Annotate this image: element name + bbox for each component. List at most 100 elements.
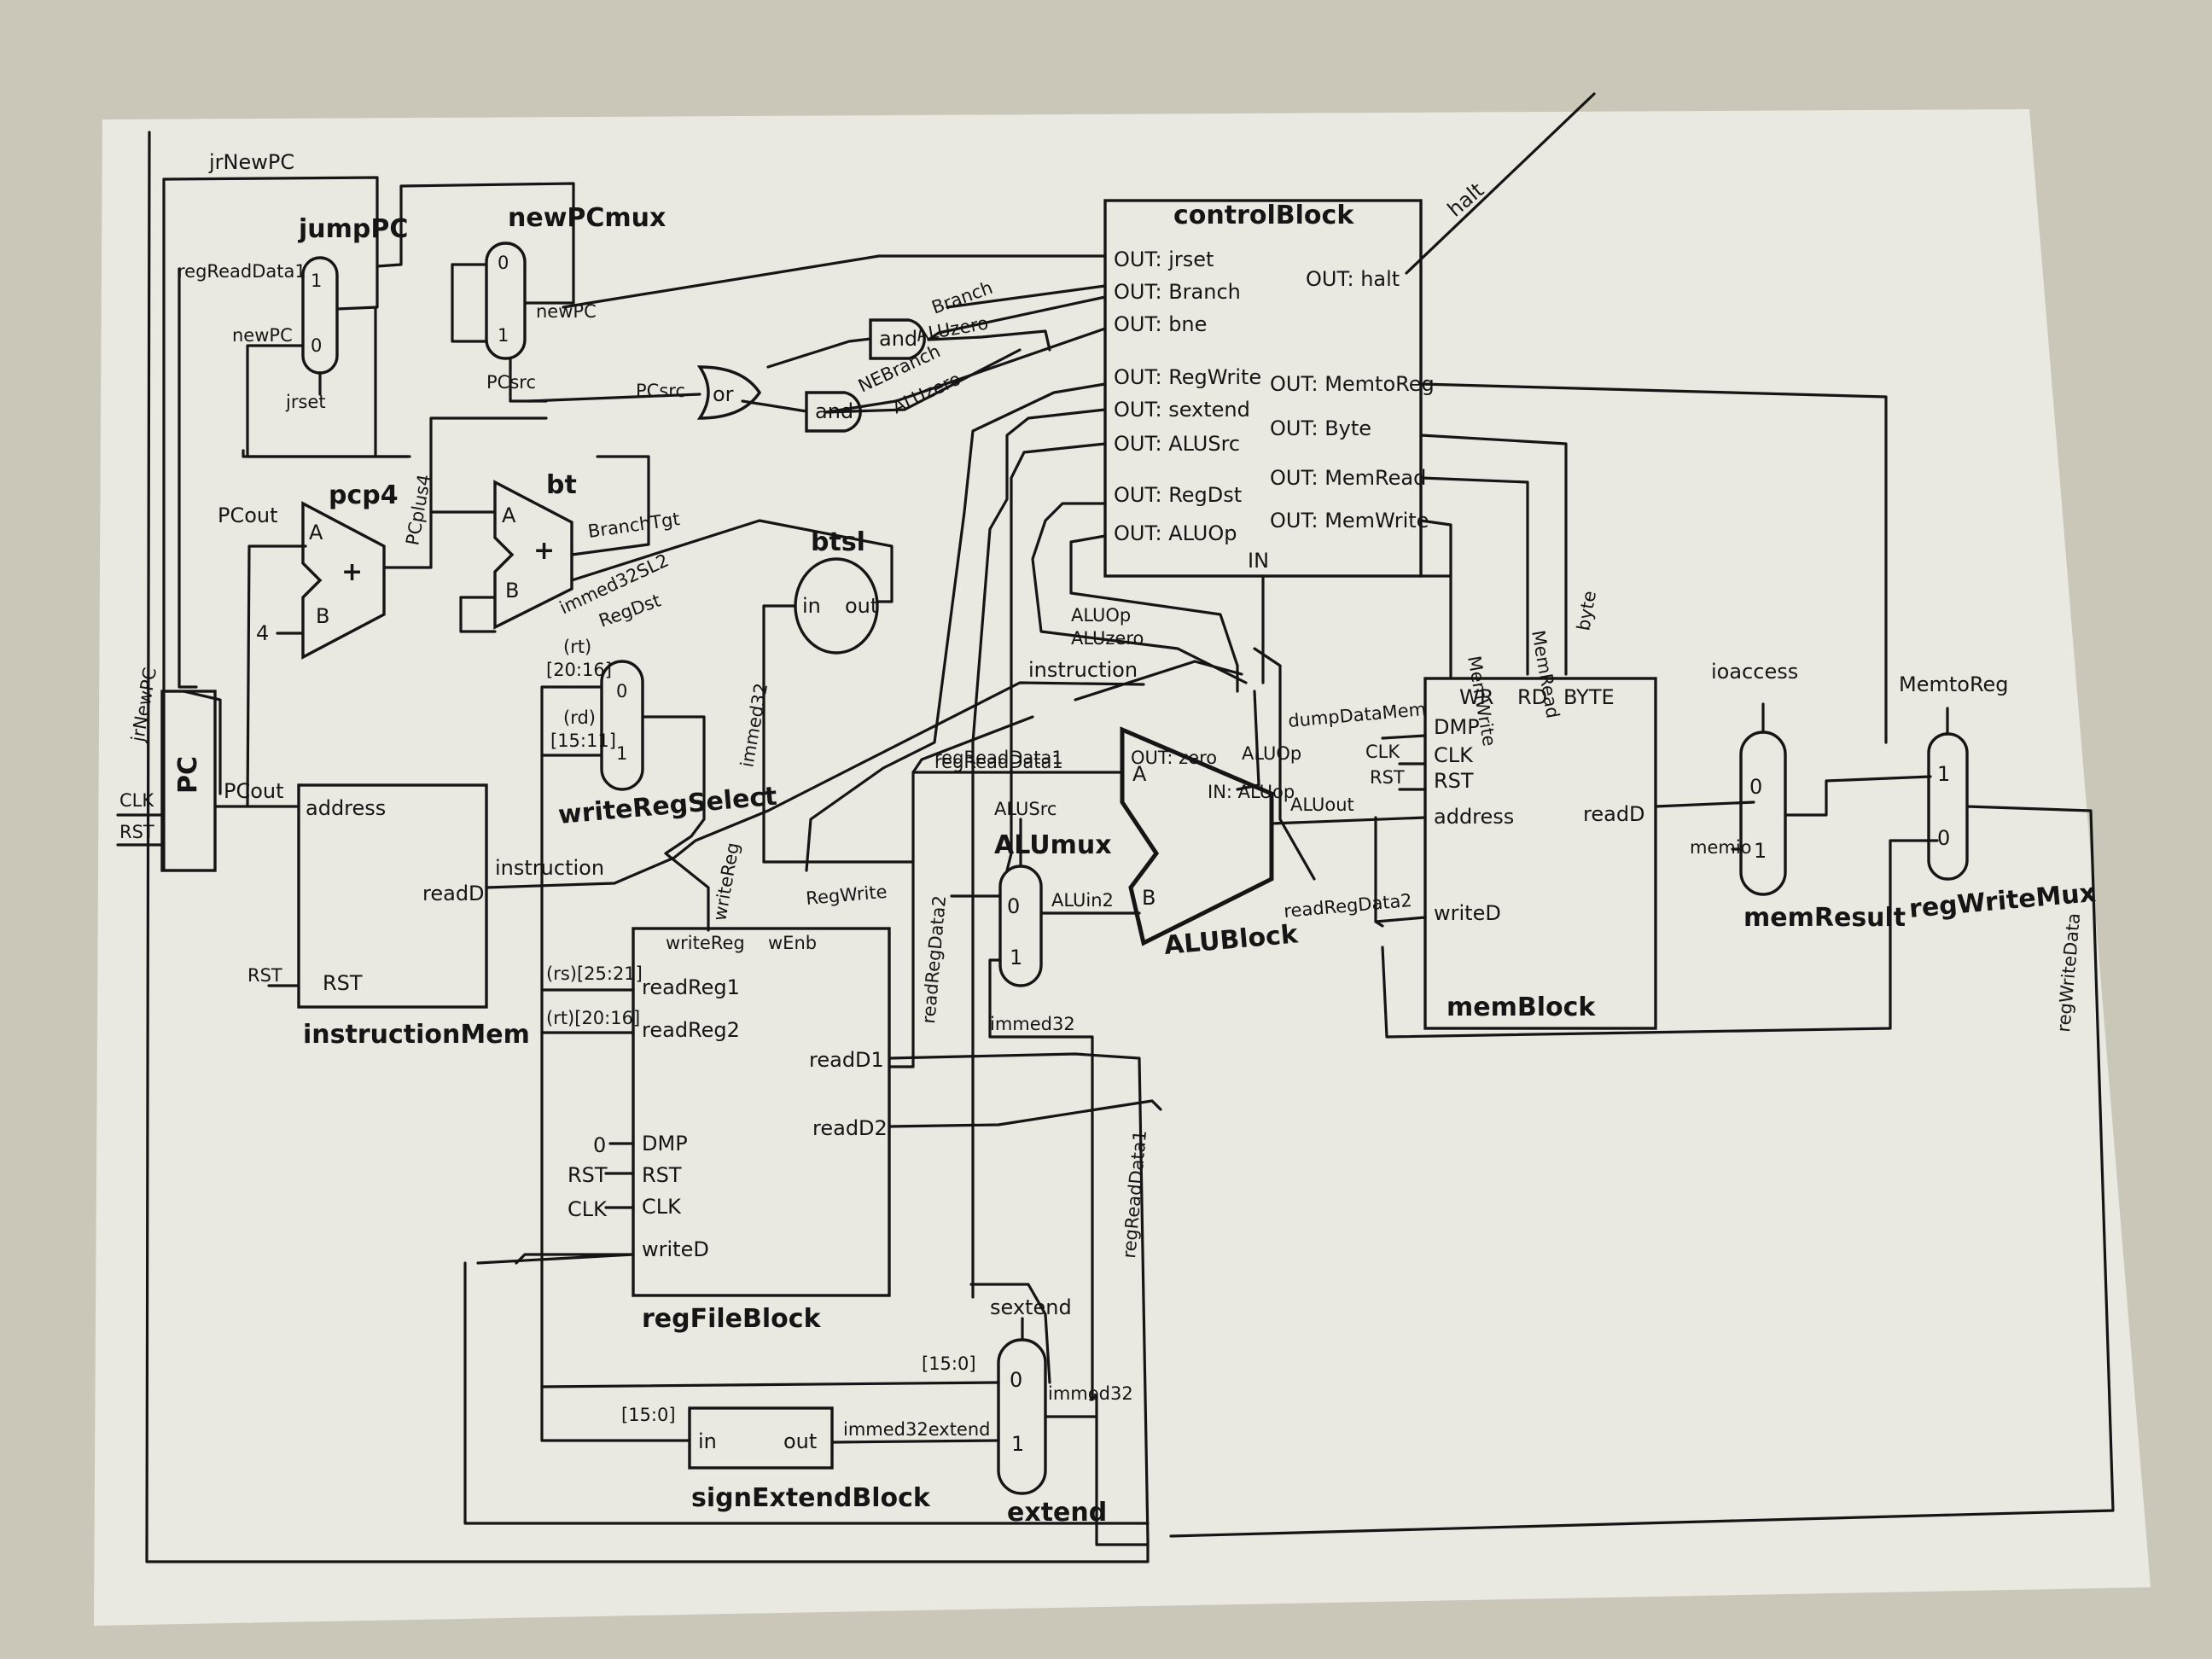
signextend-bits: [15:0]: [621, 1405, 676, 1425]
extend-out-label: immed32: [1048, 1383, 1133, 1404]
pcp4-in-a-label: PCout: [218, 504, 278, 527]
regfile-in-2: DMP: [642, 1132, 688, 1155]
bt-b-label: B: [505, 579, 519, 602]
pcp4-in-b-label: 4: [256, 621, 269, 645]
jrnewpc-top-label: jrNewPC: [208, 150, 294, 174]
jumppc-port1: 1: [311, 271, 322, 291]
alumux-label: ALUmux: [994, 830, 1112, 860]
alumux-out-label: ALUin2: [1051, 890, 1114, 911]
control-label: controlBlock: [1173, 201, 1354, 230]
btsl-out-label: out: [845, 594, 878, 618]
alu-mux: ALUmux ALUSrc 0 1 ALUin2 immed32 readReg…: [918, 799, 1141, 1401]
control-right-out-3: OUT: MemRead: [1270, 466, 1426, 490]
instrmem-readd-label: readD: [422, 882, 485, 905]
jumppc-in0-label: newPC: [232, 325, 293, 346]
memresult-p1: 1: [1754, 839, 1767, 863]
extend-p0: 0: [1010, 1368, 1022, 1392]
jumppc-port0: 0: [311, 335, 322, 356]
pc-rst-label: RST: [119, 822, 154, 842]
control-left-out-3: OUT: RegWrite: [1114, 365, 1261, 389]
regwritemux-p1: 1: [1937, 762, 1950, 786]
sign-extend-block: signExtendBlock in out [15:0]: [621, 1405, 931, 1513]
control-left-out-7: OUT: ALUOp: [1114, 521, 1237, 545]
memblock-rst-in: RST: [1370, 767, 1405, 788]
writeregselect-rd: (rd): [563, 707, 596, 728]
memblock-label: memBlock: [1447, 992, 1596, 1022]
regfile-in-5: writeD: [642, 1237, 709, 1261]
readregdata1-top-label: regReadData1: [934, 752, 1063, 772]
regfile-label: regFileBlock: [642, 1304, 822, 1334]
memblock-in-4: writeD: [1434, 901, 1501, 925]
regfile-clk-in: CLK: [568, 1197, 608, 1221]
bt-a-label: A: [502, 504, 516, 527]
alu-a-label: A: [1132, 762, 1147, 786]
extend-sel: sextend: [990, 1295, 1072, 1319]
regfile-rst-in: RST: [568, 1163, 608, 1187]
bt-label: bt: [546, 470, 577, 500]
extend-in0-bits: [15:0]: [922, 1353, 976, 1374]
alumux-p1: 1: [1010, 946, 1022, 969]
instrmem-rst-in-label: RST: [247, 965, 282, 986]
regwritemux-p0: 0: [1937, 826, 1950, 850]
regfile-block: regFileBlock writeReg wEnb RegWrite read…: [476, 715, 1162, 1542]
and1-label: and: [879, 327, 917, 351]
memblock-in-0: DMP: [1434, 715, 1480, 739]
or1-label: or: [713, 382, 734, 406]
signextend-out-label: out: [783, 1429, 817, 1453]
alumux-sel-label: ALUSrc: [994, 799, 1057, 819]
memblock-readd-label: readD: [1583, 802, 1645, 826]
pc-out-label: PCout: [224, 779, 284, 803]
control-left-out-2: OUT: bne: [1114, 312, 1207, 336]
aluop-wire-label: ALUOp: [1071, 605, 1131, 626]
control-left-out-6: OUT: RegDst: [1114, 483, 1242, 507]
control-right-out-0: OUT: halt: [1306, 267, 1400, 291]
pcp4-b-label: B: [316, 604, 329, 628]
regfile-out-readd2: readD2: [812, 1116, 888, 1140]
regfile-out-readd1: readD1: [809, 1048, 884, 1072]
alumux-immed-label: immed32: [990, 1014, 1075, 1034]
outer-wires: [145, 92, 2115, 1563]
control-right-out-4: OUT: MemWrite: [1270, 509, 1429, 533]
newpcmux-port0: 0: [498, 253, 509, 273]
extend-p1: 1: [1011, 1432, 1024, 1456]
control-left-out-4: OUT: sextend: [1114, 398, 1250, 422]
jumppc-in1-label: regReadData1: [178, 261, 306, 282]
control-right-out-2: OUT: Byte: [1270, 416, 1371, 440]
regwritemux-sel: MemtoReg: [1899, 672, 2009, 696]
extend-label: extend: [1007, 1498, 1107, 1528]
memresult-sel: ioaccess: [1711, 660, 1798, 684]
instrmem-label: instructionMem: [303, 1020, 530, 1050]
extend-in1-label: immed32extend: [843, 1419, 991, 1440]
btsl-in-label: in: [802, 594, 821, 618]
instrmem-out-label: instruction: [495, 856, 604, 880]
control-wires: [562, 254, 1888, 1299]
jumppc-sel-label: jrset: [285, 392, 326, 412]
bt-op: +: [533, 536, 555, 566]
memresult-p0: 0: [1749, 775, 1762, 799]
alumux-p0: 0: [1007, 894, 1020, 918]
btsl-block: btsl in out: [570, 519, 894, 864]
newpcmux-label: newPCmux: [508, 203, 666, 233]
memblock-in-1: CLK: [1434, 743, 1474, 767]
regfile-dmp-in: 0: [593, 1133, 606, 1157]
extend-mux: extend sextend 0 1 [15:0] immed32 immed3…: [830, 1295, 1133, 1528]
pc-block: PC CLK RST jrNewPC PCout: [116, 544, 307, 872]
regfile-top-wenb: wEnb: [768, 933, 817, 953]
pcp4-label: pcp4: [329, 480, 399, 510]
memblock-in-3: address: [1434, 805, 1514, 829]
regfile-rt-label: (rt)[20:16]: [546, 1008, 640, 1028]
instruction-mem: instructionMem address readD RST RST ins…: [247, 681, 1145, 1050]
memblock-top-byte: BYTE: [1563, 685, 1615, 709]
newpc-mux: newPCmux 0 1 newPC PCsrc: [242, 182, 666, 458]
paper-page: [94, 109, 2151, 1626]
regfile-rs-label: (rs)[25:21]: [546, 963, 643, 984]
regfile-in-1: readReg2: [642, 1018, 740, 1042]
pcp4-a-label: A: [309, 521, 323, 544]
alu-in-a-label: regReadData1: [934, 748, 1063, 768]
alu-out-zero-label: OUT: zero: [1131, 748, 1217, 768]
control-left-out-5: OUT: ALUSrc: [1114, 432, 1240, 456]
control-left-out-0: OUT: jrset: [1114, 247, 1214, 271]
jumppc-label: jumpPC: [298, 214, 408, 244]
